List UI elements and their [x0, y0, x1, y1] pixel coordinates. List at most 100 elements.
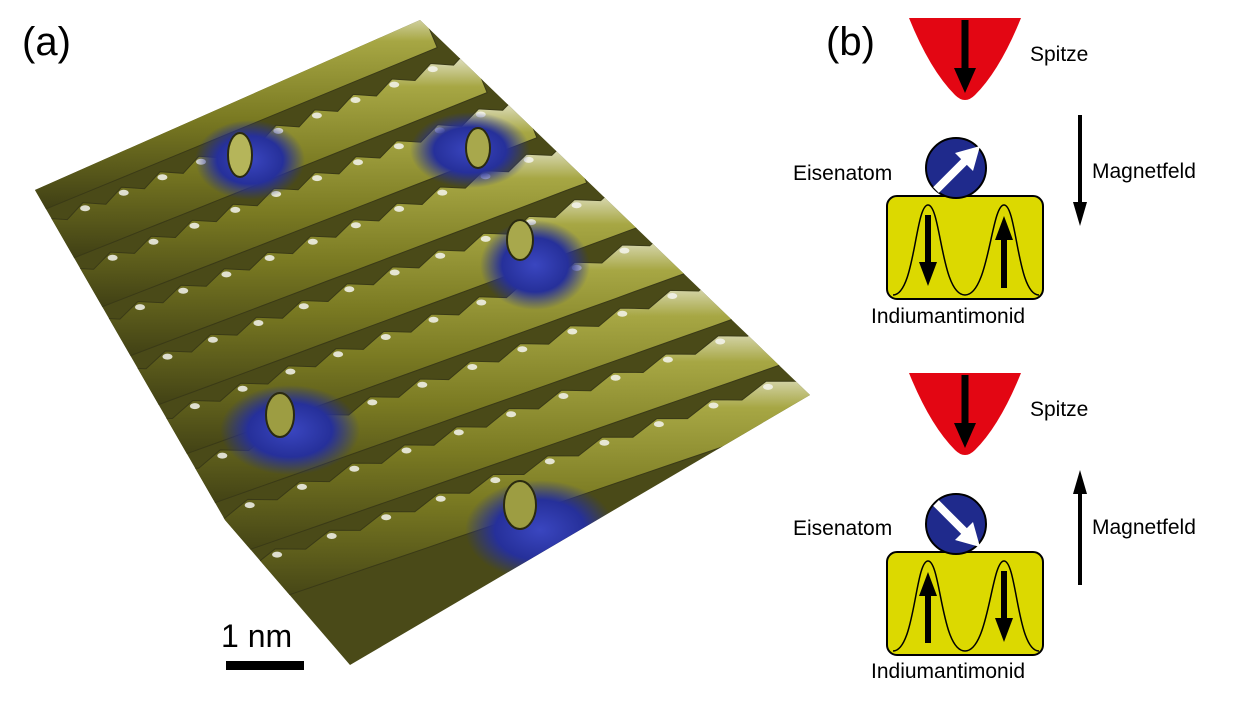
atom-highlight [379, 20, 390, 27]
atom-highlight [667, 230, 678, 237]
atom-highlight [480, 235, 491, 242]
atom-highlight [207, 336, 218, 343]
atom-highlight [599, 439, 610, 446]
atom-highlight [298, 303, 309, 310]
atom-highlight [667, 293, 678, 299]
atom-highlight [466, 50, 477, 57]
atom-highlight [381, 514, 392, 521]
substrate-label-bottom: Indiumantimonid [871, 660, 1026, 683]
atom-highlight [437, 189, 448, 196]
atom-highlight [66, 270, 77, 277]
atom-highlight [253, 320, 264, 326]
atom-highlight [490, 477, 501, 484]
atom-spin-arrow-top [933, 156, 970, 193]
atomic-row-ridge [93, 137, 588, 364]
atom-highlight [394, 205, 405, 212]
atom-highlight [107, 254, 118, 261]
substrate-label-top: Indiumantimonid [871, 305, 1026, 328]
atom-highlight [135, 304, 145, 311]
atom-highlight [567, 328, 578, 335]
scale-bar-label: 1 nm [221, 618, 293, 654]
panel-label-b: (b) [826, 20, 875, 64]
atom-highlight [192, 520, 203, 527]
atom-highlight [167, 470, 178, 477]
atom-spin-arrow-bottom [933, 500, 970, 537]
atom-highlight [708, 402, 719, 409]
atom-highlight [435, 495, 446, 502]
atom-highlight [476, 299, 487, 306]
atom-highlight [610, 374, 621, 381]
atom-highlight [517, 346, 528, 353]
atom-highlight [270, 65, 281, 72]
atom-highlight [571, 202, 582, 209]
atom-highlight [467, 364, 478, 370]
atom-highlight [148, 238, 159, 245]
atom-highlight [189, 222, 200, 229]
atom-highlight [285, 368, 296, 375]
atom-highlight [344, 286, 355, 293]
atom-highlight [380, 334, 391, 340]
atom-highlight [311, 112, 322, 119]
atom-highlight [333, 351, 344, 358]
atom-highlight [389, 81, 400, 88]
atom-label-bottom: Eisenatom [793, 517, 893, 540]
atom-highlight [307, 238, 318, 245]
atom-highlight [230, 206, 241, 213]
atom-highlight [428, 316, 439, 323]
atom-highlight [117, 370, 127, 377]
schematic-top [886, 18, 1087, 300]
atom-highlight [818, 365, 828, 371]
atom-highlight [350, 222, 361, 229]
atom-highlight [417, 381, 428, 388]
atom-highlight [619, 247, 630, 254]
atom-highlight [506, 411, 517, 418]
atom-highlight [221, 271, 232, 278]
atom-highlight [125, 125, 136, 132]
atom-highlight [453, 429, 464, 436]
atom-highlight [544, 458, 555, 465]
atom-highlight [80, 205, 91, 212]
atom-highlight [162, 353, 173, 360]
atom-highlight [142, 420, 153, 427]
atom-highlight [244, 502, 255, 509]
atom-highlight [435, 252, 446, 259]
substrate-bottom [886, 551, 1044, 656]
atom-highlight [389, 269, 400, 276]
atom-highlight [617, 310, 628, 317]
atom-highlight [161, 110, 172, 117]
atom-highlight [118, 189, 129, 196]
atom-highlight [264, 255, 275, 261]
atom-highlight [234, 80, 245, 87]
atom-highlight [367, 399, 378, 406]
atom-highlight [393, 143, 404, 150]
atom-highlight [41, 220, 52, 227]
atom-highlight [401, 447, 412, 454]
atom-highlight [312, 175, 323, 182]
substrate-top [886, 195, 1044, 300]
atom-highlight [189, 403, 200, 410]
atom-highlight [217, 452, 228, 459]
atom-highlight [272, 551, 283, 558]
atom-highlight [343, 35, 354, 42]
atom-highlight [326, 533, 337, 539]
atom-highlight [349, 465, 360, 472]
atom-highlight [767, 320, 778, 327]
atom-highlight [198, 95, 208, 102]
atom-highlight [157, 174, 168, 181]
tip-label-bottom: Spitze [1030, 398, 1089, 421]
atom-highlight [307, 50, 318, 57]
atom-highlight [297, 483, 307, 490]
atom-highlight [427, 66, 438, 73]
field-label-top: Magnetfeld [1092, 160, 1196, 183]
atom-highlight [91, 320, 102, 327]
panel-label-a: (a) [22, 20, 71, 64]
atom-highlight [717, 275, 728, 282]
atom-highlight [217, 570, 228, 577]
atom-highlight [662, 356, 673, 363]
atom-highlight [16, 171, 26, 177]
atom-highlight [416, 6, 426, 12]
scale-bar [226, 661, 304, 670]
atom-highlight [350, 97, 361, 103]
atom-highlight [178, 287, 189, 294]
